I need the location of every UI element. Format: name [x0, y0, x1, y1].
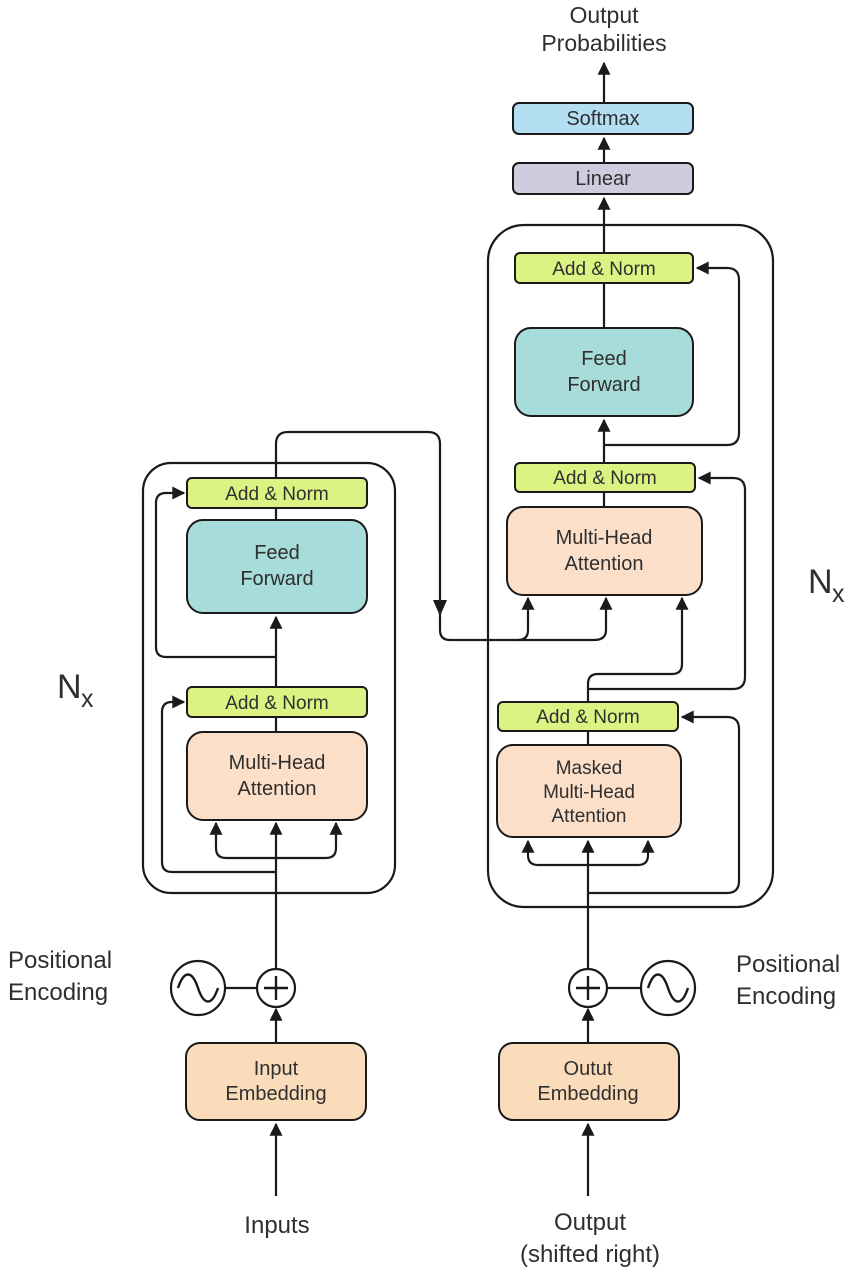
input-embedding-label: Input [254, 1058, 299, 1080]
output-probabilities-label: Probabilities [541, 30, 666, 56]
output-embedding-box [498, 1042, 680, 1121]
masked-multi-head-attention-label: Masked [556, 758, 623, 779]
masked-multi-head-attention-label: Multi-Head [543, 782, 635, 803]
plus-icon [264, 976, 288, 1000]
input-embedding-box [185, 1042, 367, 1121]
outputs-label: Output [554, 1209, 626, 1236]
n-times-left-label: N [57, 668, 82, 706]
encoder-output-to-decoder-attention [274, 430, 613, 642]
arrow-encoder-attention-k [209, 821, 276, 860]
inputs-label: Inputs [244, 1212, 309, 1239]
linear-box [512, 162, 694, 195]
positional-encoding-right-label: Encoding [736, 983, 836, 1010]
multi-head-attention-label: Multi-Head [556, 527, 653, 549]
arrow-masked-attention-k [521, 839, 588, 867]
feed-forward-label: Forward [567, 374, 640, 396]
output-probabilities-label: Output [569, 2, 639, 28]
add-norm-label: Add & Norm [536, 707, 639, 728]
multi-head-attention-label: Attention [238, 778, 317, 800]
masked-multi-head-attention-box [496, 744, 682, 838]
masked-multi-head-attention-label: Attention [552, 806, 627, 827]
decoder-residual-ff [604, 261, 741, 447]
n-times-right-label: N [808, 563, 833, 601]
add-norm-label: Add & Norm [225, 693, 328, 714]
n-times-right-subscript: x [832, 580, 845, 608]
sine-curve-icon [176, 973, 220, 1003]
linear-label: Linear [575, 168, 631, 190]
decoder-multi-head-attention-box [506, 506, 703, 596]
input-embedding-label: Embedding [225, 1083, 326, 1105]
encoder-addnorm-top-box [186, 477, 368, 509]
feed-forward-label: Feed [254, 542, 300, 564]
encoder-output-branch-arrow [517, 596, 535, 642]
arrow-encoder-attention-v [276, 821, 343, 860]
decoder-addnorm-bottom-box [497, 701, 679, 732]
encoder-residual-attention [160, 695, 276, 874]
decoder-residual-masked-attention [588, 710, 741, 895]
decoder-addnorm-middle-box [514, 462, 696, 493]
add-norm-label: Add & Norm [225, 484, 328, 505]
softmax-box [512, 102, 694, 135]
softmax-label: Softmax [566, 108, 639, 130]
output-embedding-label: Embedding [537, 1083, 638, 1105]
decoder-residual-cross-attention [588, 471, 747, 691]
multi-head-attention-label: Attention [565, 553, 644, 575]
arrow-query-into-decoder-attention [586, 596, 689, 702]
positional-encoding-right-glyphs [567, 959, 697, 1017]
encoder-multi-head-attention-box [186, 731, 368, 821]
feed-forward-label: Forward [240, 568, 313, 590]
decoder-feed-forward-box [514, 327, 694, 417]
encoder-residual-ff [154, 486, 276, 659]
arrowhead-down-icon [433, 600, 447, 616]
add-norm-label: Add & Norm [553, 468, 656, 489]
positional-encoding-right-label: Positional [736, 951, 840, 978]
output-embedding-label: Outut [564, 1058, 613, 1080]
outputs-label: (shifted right) [520, 1241, 660, 1268]
positional-encoding-left-label: Positional [8, 947, 112, 974]
positional-encoding-left-glyphs [169, 959, 297, 1017]
arrow-masked-attention-v [588, 839, 655, 867]
add-norm-label: Add & Norm [552, 259, 655, 280]
encoder-feed-forward-box [186, 519, 368, 614]
multi-head-attention-label: Multi-Head [229, 752, 326, 774]
encoder-addnorm-bottom-box [186, 686, 368, 718]
plus-icon [576, 976, 600, 1000]
feed-forward-label: Feed [581, 348, 627, 370]
sine-curve-icon [646, 973, 690, 1003]
n-times-left-subscript: x [81, 685, 94, 713]
positional-encoding-left-label: Encoding [8, 979, 108, 1006]
decoder-addnorm-top-box [514, 252, 694, 284]
